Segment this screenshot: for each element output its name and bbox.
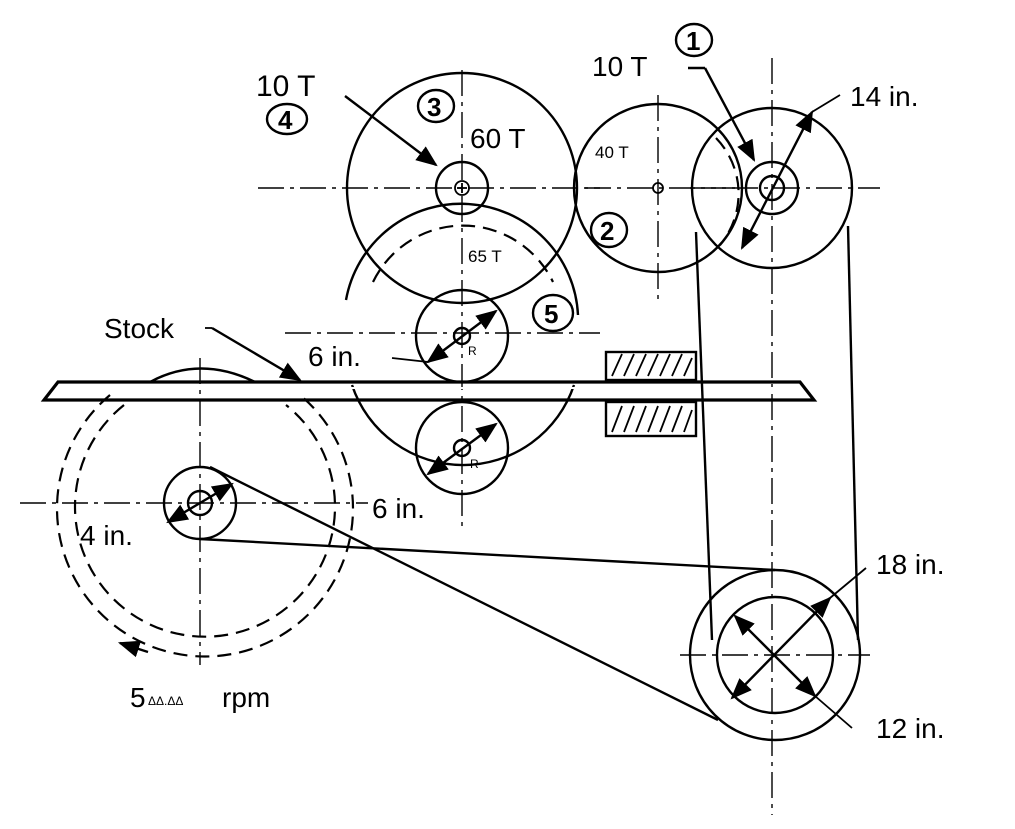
label-upper-6in: 6 in. [308,341,361,372]
callout-3: 3 [416,88,456,124]
belt-cross-top [209,465,719,722]
label-speed: 5 ΔΔ.ΔΔ rpm [130,682,270,713]
svg-text:5: 5 [544,299,558,329]
callout-4: 4 [265,102,309,136]
dim-4in [166,482,234,524]
svg-text:ΔΔ.ΔΔ: ΔΔ.ΔΔ [148,694,183,708]
label-40t: 40 T [595,143,629,162]
bearing-block [604,350,698,438]
svg-text:4: 4 [278,105,293,135]
label-10t-right: 10 T [592,51,648,82]
callout-5: 5 [531,293,575,333]
dim-12in [733,614,817,698]
dim-lower-6in [426,422,498,476]
callout-1: 1 [674,22,714,58]
dim-upper-6in [426,309,498,364]
svg-text:rpm: rpm [222,682,270,713]
leader-upper-6in [391,357,429,363]
label-60t: 60 T [470,123,526,154]
callout-2: 2 [589,211,629,249]
dim-14in-line [740,110,814,250]
belt-right-left [694,231,714,641]
svg-text:2: 2 [600,216,614,246]
rotation-arrow [117,640,149,658]
belt-cross-bottom [199,537,776,572]
label-roller-mark-upper: R [468,344,477,358]
label-10t-left: 10 T [256,70,316,103]
svg-text:1: 1 [686,26,700,56]
dim-18in [730,596,832,700]
label-roller-mark-lower: R [470,457,479,471]
label-4in: 4 in. [80,520,133,551]
dim-14in-leader [811,94,841,113]
label-12in: 12 in. [876,713,945,744]
leader-10t-left [344,95,438,167]
label-65t: 65 T [468,247,502,266]
leader-12in [814,695,853,729]
svg-text:3: 3 [427,92,441,122]
label-stock: Stock [104,313,175,344]
stock-leader [211,326,302,382]
stock-bar [40,367,818,402]
belt-right-right [846,225,860,641]
label-14in: 14 in. [850,81,919,112]
label-lower-6in: 6 in. [372,493,425,524]
label-18in: 18 in. [876,549,945,580]
leader-18in [829,567,867,599]
svg-text:5: 5 [130,682,146,713]
leader-10t-right-b [703,67,756,162]
